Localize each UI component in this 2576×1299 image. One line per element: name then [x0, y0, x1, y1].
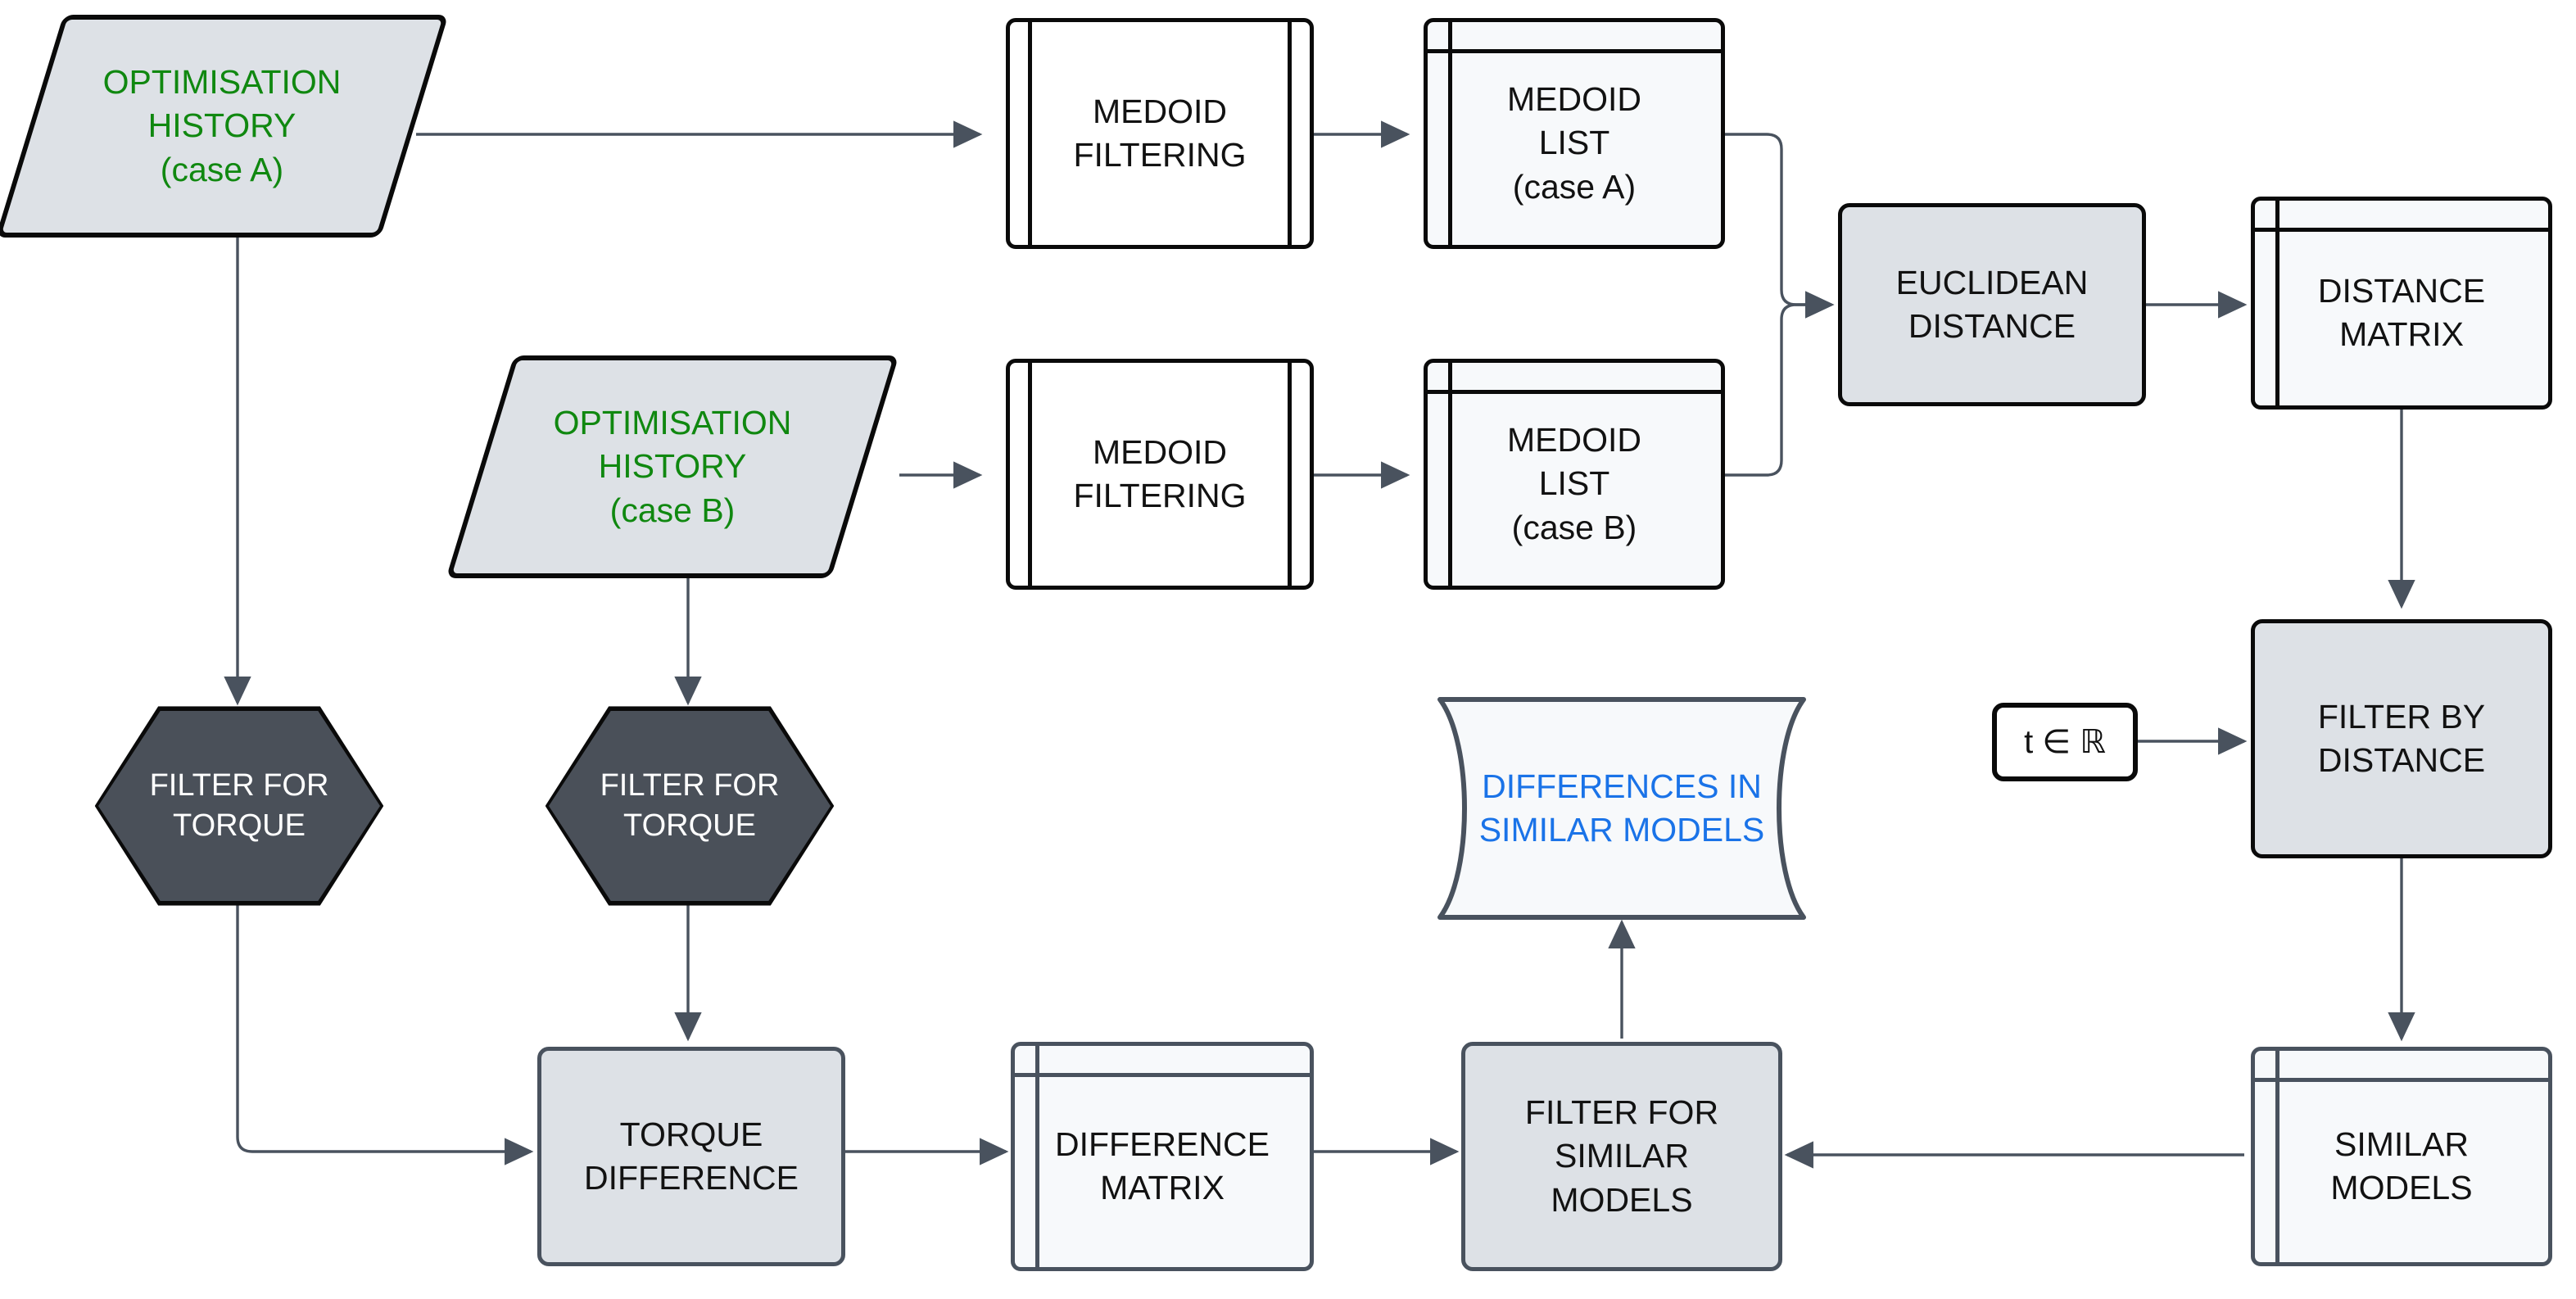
- predefined-left-bar: [1028, 359, 1032, 590]
- node-label: FILTER FOR TORQUE: [600, 767, 780, 843]
- node-difference-matrix[interactable]: DIFFERENCE MATRIX: [1011, 1042, 1314, 1271]
- node-label: OPTIMISATION HISTORY (case A): [102, 63, 342, 188]
- edge-medoidlistA-to-euclidean: [1725, 133, 1835, 319]
- node-label: EUCLIDEAN DISTANCE: [1895, 263, 2089, 345]
- table-left-column-divider: [1448, 18, 1452, 249]
- node-label: MEDOID FILTERING: [1073, 92, 1247, 174]
- node-differences-in-similar-models[interactable]: DIFFERENCES IN SIMILAR MODELS: [1392, 695, 1851, 922]
- hexagon-shape: [549, 711, 831, 901]
- table-left-column-divider: [1035, 1042, 1039, 1271]
- predefined-left-bar: [1028, 18, 1032, 249]
- table-header-row-divider: [1011, 1073, 1314, 1077]
- node-label: DISTANCE MATRIX: [2317, 271, 2486, 353]
- node-medoid-list-case-b[interactable]: MEDOID LIST (case B): [1424, 359, 1725, 590]
- node-medoid-filtering-case-b[interactable]: MEDOID FILTERING: [1006, 359, 1314, 590]
- node-torque-difference[interactable]: TORQUE DIFFERENCE: [537, 1047, 845, 1266]
- node-optimisation-history-case-a[interactable]: OPTIMISATION HISTORY (case A): [0, 15, 449, 238]
- node-label: MEDOID LIST (case B): [1507, 421, 1641, 546]
- table-left-column-divider: [2275, 197, 2279, 410]
- node-distance-matrix[interactable]: DISTANCE MATRIX: [2251, 197, 2552, 410]
- node-label: MEDOID FILTERING: [1073, 432, 1247, 514]
- node-medoid-filtering-case-a[interactable]: MEDOID FILTERING: [1006, 18, 1314, 249]
- node-filter-for-similar-models[interactable]: FILTER FOR SIMILAR MODELS: [1461, 1042, 1782, 1271]
- table-left-column-divider: [2275, 1047, 2279, 1266]
- node-label: DIFFERENCES IN SIMILAR MODELS: [1478, 767, 1765, 849]
- table-header-row-divider: [2251, 228, 2552, 232]
- node-euclidean-distance[interactable]: EUCLIDEAN DISTANCE: [1838, 203, 2146, 406]
- table-left-column-divider: [1448, 359, 1452, 590]
- hexagon-shape: [98, 711, 380, 901]
- node-label: MEDOID LIST (case A): [1507, 80, 1641, 206]
- node-label: SIMILAR MODELS: [2330, 1125, 2473, 1206]
- table-header-row-divider: [1424, 49, 1725, 53]
- node-filter-for-torque-case-b[interactable]: FILTER FOR TORQUE: [545, 706, 835, 906]
- predefined-right-bar: [1288, 18, 1292, 249]
- node-threshold-parameter[interactable]: t ∈ ℝ: [1992, 703, 2138, 781]
- node-filter-for-torque-case-a[interactable]: FILTER FOR TORQUE: [94, 706, 384, 906]
- node-optimisation-history-case-b[interactable]: OPTIMISATION HISTORY (case B): [446, 355, 899, 578]
- edge-medoidlistB-to-euclidean: [1725, 291, 1835, 477]
- node-label: FILTER BY DISTANCE: [2317, 697, 2486, 779]
- node-similar-models[interactable]: SIMILAR MODELS: [2251, 1047, 2552, 1266]
- node-filter-by-distance[interactable]: FILTER BY DISTANCE: [2251, 619, 2552, 858]
- node-label: TORQUE DIFFERENCE: [584, 1115, 799, 1197]
- predefined-right-bar: [1288, 359, 1292, 590]
- node-label: OPTIMISATION HISTORY (case B): [553, 404, 792, 529]
- node-label: t ∈ ℝ: [2024, 724, 2106, 760]
- table-header-row-divider: [1424, 390, 1725, 394]
- tape-shape: [1437, 697, 1806, 920]
- node-label: FILTER FOR TORQUE: [149, 767, 329, 843]
- edge-filtertorqueA-to-torquediff: [236, 899, 534, 1165]
- node-label: DIFFERENCE MATRIX: [1055, 1125, 1270, 1206]
- table-header-row-divider: [2251, 1078, 2552, 1082]
- node-label: FILTER FOR SIMILAR MODELS: [1524, 1093, 1719, 1219]
- node-medoid-list-case-a[interactable]: MEDOID LIST (case A): [1424, 18, 1725, 249]
